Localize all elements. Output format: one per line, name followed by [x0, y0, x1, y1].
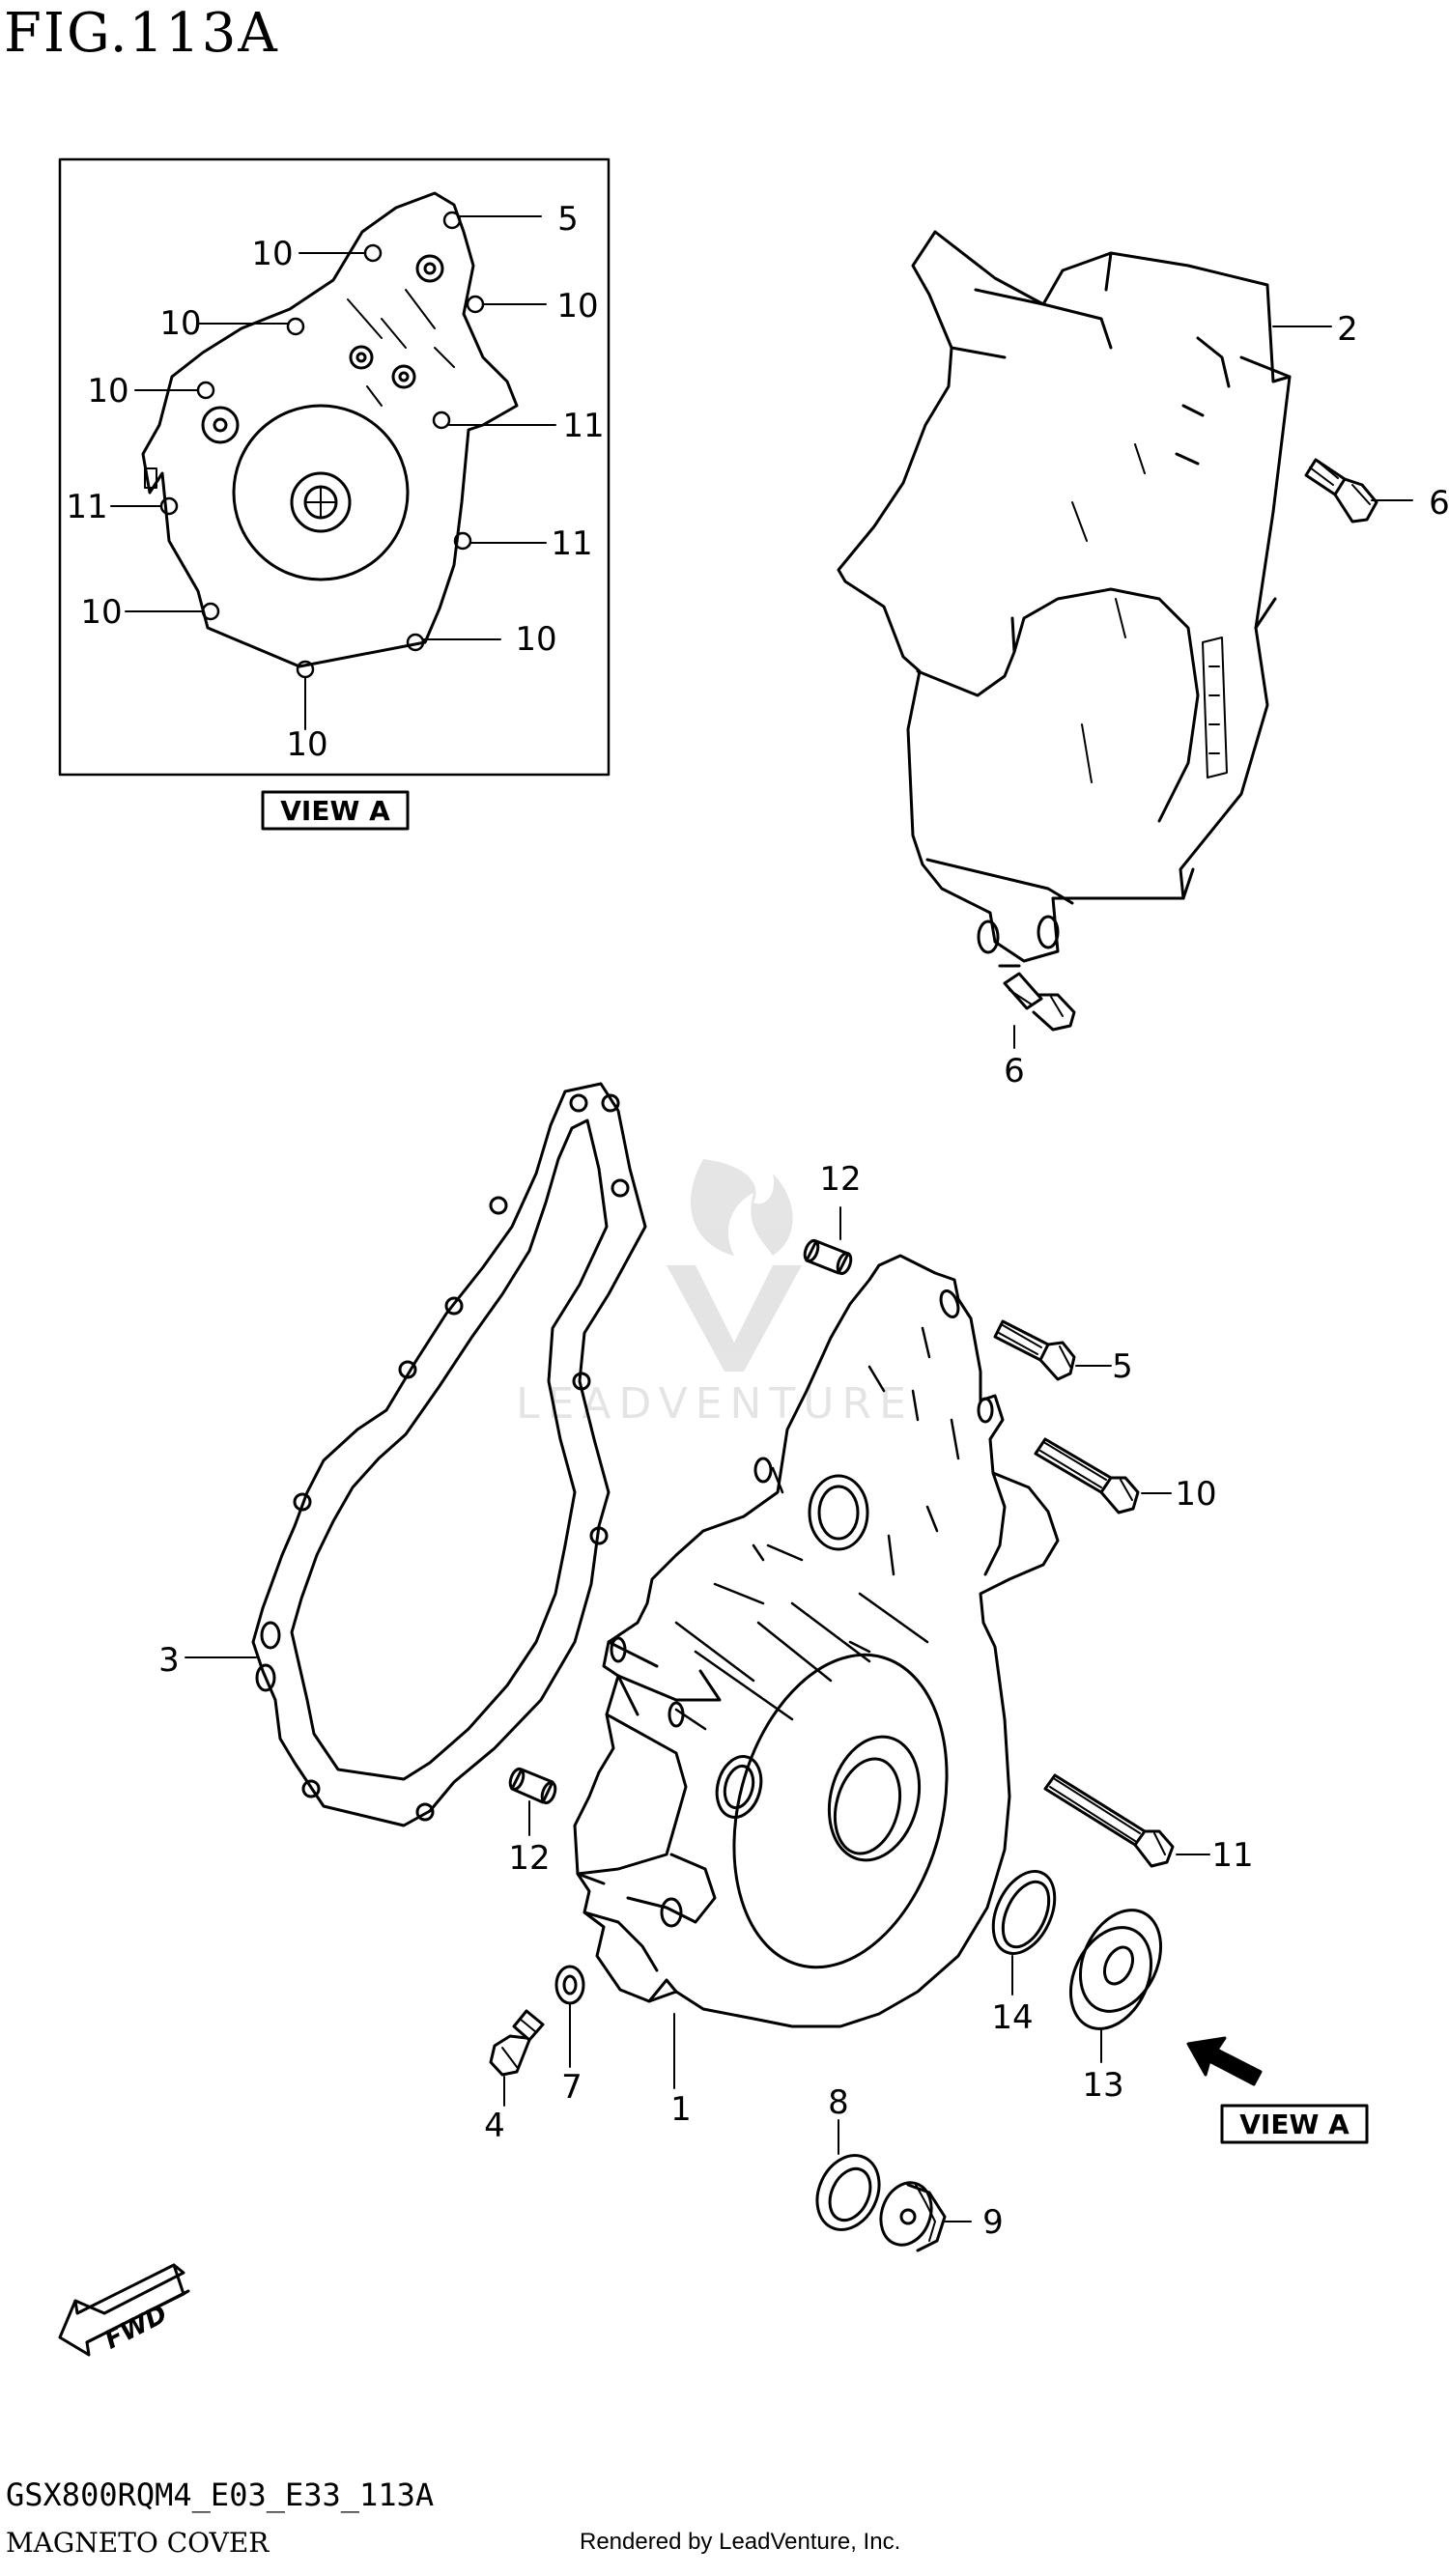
inset-bolt-holes: [159, 211, 485, 679]
inset-callout: 10: [87, 372, 128, 410]
main-callout: 5: [1112, 1347, 1133, 1386]
inset-callout: 10: [80, 593, 122, 632]
part-12-dowel-lower: [508, 1767, 557, 1836]
inset-callout: 11: [66, 488, 107, 526]
part-9-plug: [879, 2181, 972, 2252]
part-12-dowel-upper: [803, 1206, 853, 1276]
main-callout: 8: [828, 2083, 849, 2122]
inset-callout: 10: [515, 620, 556, 659]
main-callout: 10: [1175, 1475, 1216, 1514]
watermark-logo: [667, 1159, 802, 1372]
main-callout: 2: [1337, 310, 1358, 349]
view-a-arrow: [1186, 2036, 1263, 2086]
figure-title: FIG.113A: [4, 2, 279, 65]
main-callout: 1: [670, 2090, 692, 2129]
inset-callout: 10: [159, 304, 201, 343]
main-callout: 12: [508, 1839, 550, 1878]
part-13-plug: [1068, 1909, 1163, 2063]
part-2-guard: [837, 230, 1292, 968]
inset-callout: 10: [556, 287, 598, 326]
part-1-magneto-cover: [573, 1254, 1060, 2089]
part-4-bolt: [489, 2009, 545, 2107]
part-8-gasket: [815, 2119, 881, 2231]
main-callout: 7: [561, 2068, 582, 2107]
main-callout: 3: [158, 1641, 180, 1680]
main-callout: 13: [1082, 2066, 1123, 2105]
main-callout-labels: 2 6 6 12 5 10 3 12 11 14 13 1 4 7 8 9: [158, 310, 1449, 2242]
main-callout: 9: [982, 2203, 1004, 2242]
inset-cover-outline: [141, 191, 519, 668]
part-7-washer: [554, 1965, 585, 2068]
inset-callout: 5: [557, 200, 579, 239]
inset-callout: 11: [562, 407, 604, 445]
main-leader-lines: [1013, 326, 1413, 1049]
inset-callout-labels: 5 10 10 10 10 11 11 11 10 10 10: [66, 200, 604, 764]
part-10-bolt: [1034, 1437, 1172, 1514]
inset-callout: 10: [251, 235, 293, 273]
inset-leader-lines: [110, 215, 556, 730]
main-callout: 6: [1429, 484, 1449, 523]
part-11-bolt: [1043, 1773, 1210, 1868]
main-callout: 14: [991, 1998, 1033, 2037]
fwd-arrow-icon: [58, 2263, 190, 2357]
view-a-arrow-label-box: [1220, 2104, 1369, 2144]
part-14-o-ring: [991, 1870, 1057, 1996]
part-6-bolt-lower: [1003, 972, 1076, 1032]
part-3-gasket: [185, 1082, 647, 1827]
diagram-code: GSX800RQM4_E03_E33_113A: [6, 2477, 435, 2513]
view-a-label-box: [261, 790, 410, 831]
part-5-bolt: [993, 1319, 1112, 1381]
main-callout: 4: [484, 2107, 505, 2145]
inset-callout: 10: [286, 725, 327, 764]
main-callout: 6: [1004, 1052, 1025, 1090]
main-callout: 11: [1211, 1836, 1253, 1875]
diagram-name: MAGNETO COVER: [6, 2527, 270, 2559]
view-a-arrow-label: VIEW A: [1239, 2109, 1350, 2140]
inset-callout: 11: [551, 524, 592, 563]
view-a-label: VIEW A: [280, 795, 390, 827]
render-credit: Rendered by LeadVenture, Inc.: [580, 2529, 901, 2555]
inset-frame: [58, 157, 611, 777]
part-6-bolt-upper: [1304, 458, 1378, 524]
main-callout: 12: [819, 1160, 861, 1199]
